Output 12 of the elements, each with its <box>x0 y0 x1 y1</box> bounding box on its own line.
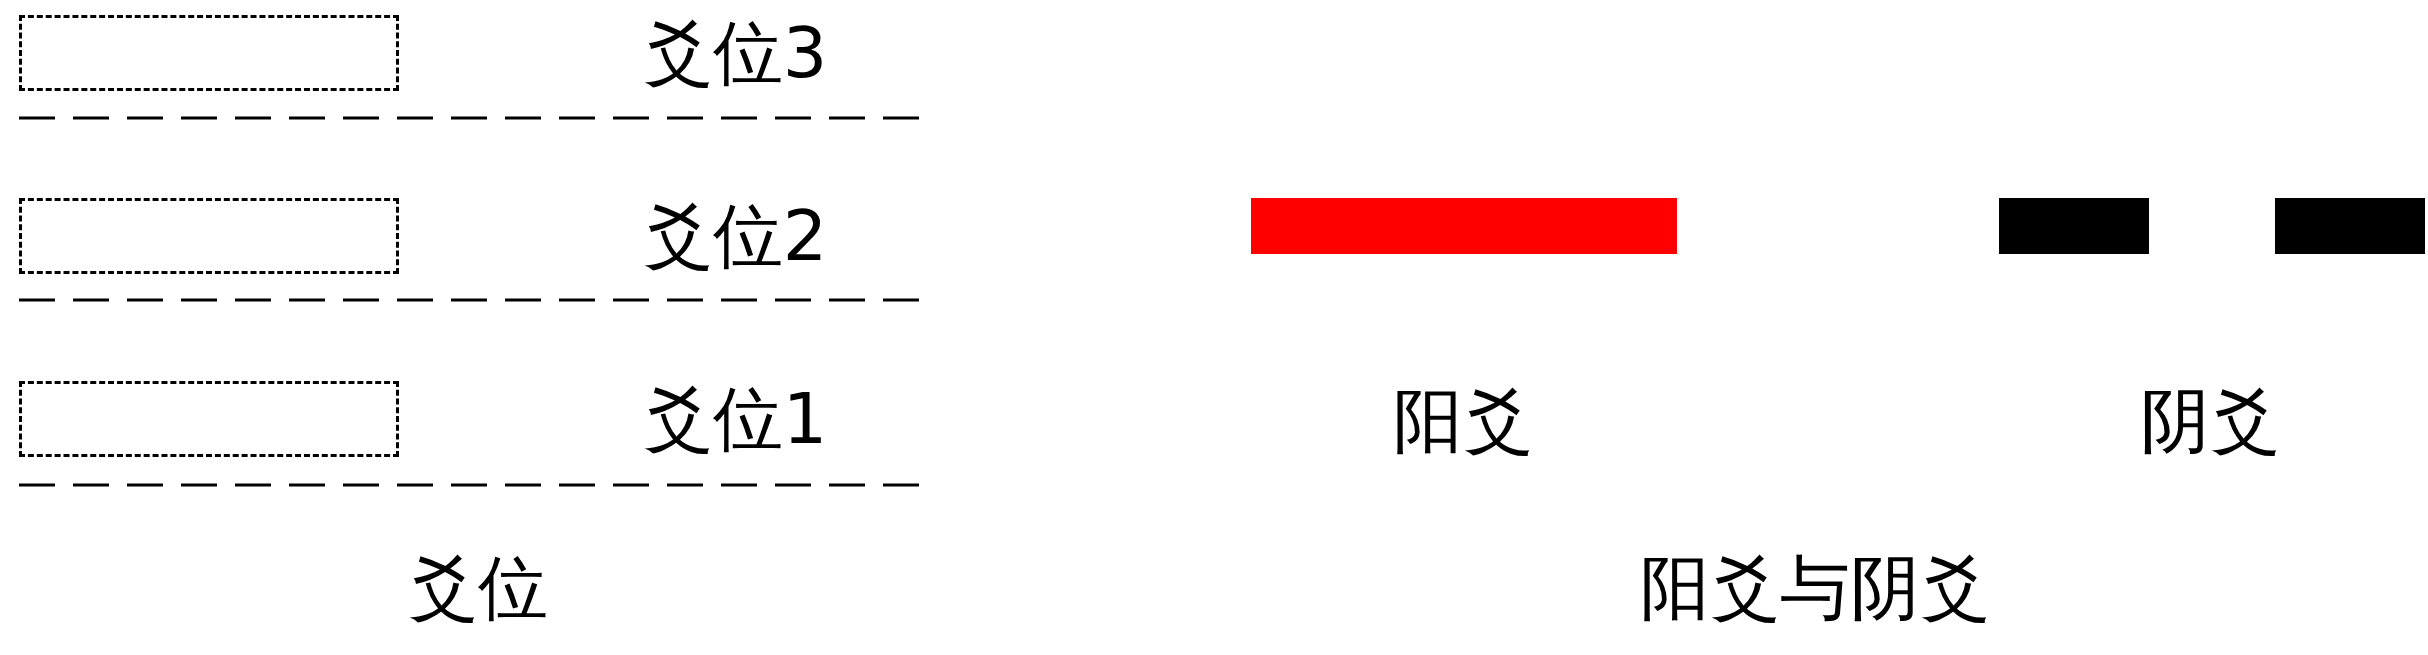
dashed-box <box>19 198 399 274</box>
position-label: 爻位3 <box>641 13 829 93</box>
dashed-box <box>19 381 399 457</box>
solid-bar <box>1251 198 1677 254</box>
panel-caption: 阳爻与阴爻 <box>1639 548 1991 628</box>
broken-bar <box>1999 198 2425 254</box>
dashed-box <box>19 15 399 91</box>
position-label: 爻位1 <box>641 379 829 459</box>
position-label: 爻位2 <box>641 196 829 276</box>
panel-caption: 爻位 <box>407 548 549 628</box>
bar-label: 阳爻 <box>1392 381 1534 461</box>
bar-label: 阴爻 <box>2139 381 2281 461</box>
